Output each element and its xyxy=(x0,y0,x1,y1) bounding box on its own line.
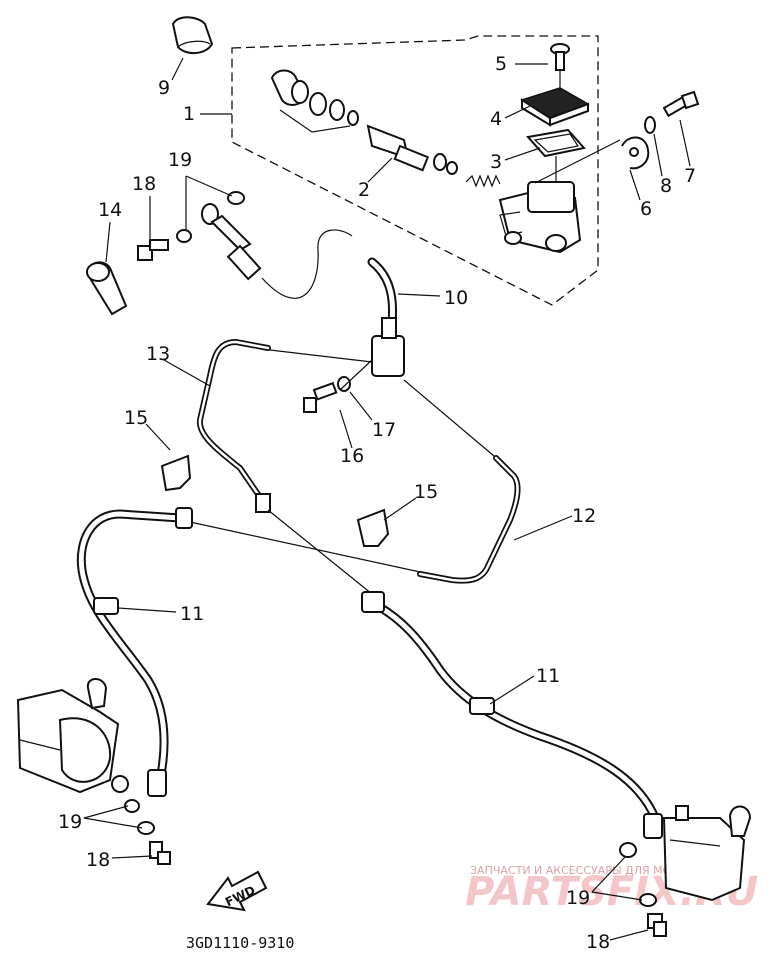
part-3-diaphragm xyxy=(526,128,586,182)
diagram-code: 3GD1110-9310 xyxy=(186,934,294,952)
label-part-7: 7 xyxy=(684,165,696,187)
label-part-12: 12 xyxy=(572,505,596,527)
left-caliper xyxy=(16,678,129,794)
part-8-washer xyxy=(644,116,656,134)
part-17-washer xyxy=(337,376,351,392)
part-4-cap xyxy=(520,87,590,127)
part-12-brake-line xyxy=(189,379,521,584)
label-part-11-right: 11 xyxy=(536,665,560,687)
leader-lines xyxy=(83,63,691,941)
part-11-hose-right xyxy=(361,591,663,839)
part-11-hose-left xyxy=(76,507,193,797)
label-part-18-left: 18 xyxy=(86,849,110,871)
label-part-18-upper: 18 xyxy=(132,173,156,195)
left-bolt-18 xyxy=(149,841,171,865)
right-bolt-18 xyxy=(647,913,667,937)
label-part-11-left: 11 xyxy=(180,603,204,625)
label-part-15-left: 15 xyxy=(124,407,148,429)
label-part-4: 4 xyxy=(490,108,502,130)
label-part-3: 3 xyxy=(490,151,502,173)
label-part-8: 8 xyxy=(660,175,672,197)
upper-bolt-18 xyxy=(137,239,169,261)
label-part-19-upper: 19 xyxy=(168,149,192,171)
label-part-17: 17 xyxy=(372,419,396,441)
part-7-bolt xyxy=(662,90,700,118)
label-part-19-left: 19 xyxy=(58,811,82,833)
part-9-boot xyxy=(171,16,214,81)
master-cylinder-outline xyxy=(231,35,599,306)
piston-kit xyxy=(270,69,501,188)
banjo-fitting xyxy=(201,203,262,281)
right-caliper xyxy=(662,805,752,902)
label-part-16: 16 xyxy=(340,445,364,467)
label-part-6: 6 xyxy=(640,198,652,220)
label-part-10: 10 xyxy=(444,287,468,309)
left-washers-19 xyxy=(124,799,155,835)
label-part-18-right: 18 xyxy=(586,931,610,953)
part-5-screw xyxy=(550,43,570,92)
part-10-hose xyxy=(261,229,405,377)
label-part-5: 5 xyxy=(495,53,507,75)
label-part-1: 1 xyxy=(183,103,195,125)
upper-washers-19 xyxy=(176,191,245,243)
label-part-2: 2 xyxy=(358,179,370,201)
part-15-clip-left xyxy=(160,454,192,492)
label-part-9: 9 xyxy=(158,77,170,99)
fwd-arrow: FWD xyxy=(206,870,268,912)
part-13-brake-line xyxy=(196,338,373,595)
label-part-13: 13 xyxy=(146,343,170,365)
label-part-14: 14 xyxy=(98,199,122,221)
label-part-19-right: 19 xyxy=(566,887,590,909)
label-part-15-right: 15 xyxy=(414,481,438,503)
part-6-clamp xyxy=(621,136,650,170)
part-labels: 9 1 2 3 4 5 6 7 8 10 19 18 14 13 15 15 1… xyxy=(58,53,696,953)
part-14-cap xyxy=(86,261,128,316)
part-16-bolt xyxy=(303,381,338,413)
bolt-guide-line xyxy=(339,359,373,391)
part-15-clip-right xyxy=(356,508,390,547)
right-washers-19 xyxy=(619,842,657,907)
master-cylinder-body xyxy=(498,139,621,254)
